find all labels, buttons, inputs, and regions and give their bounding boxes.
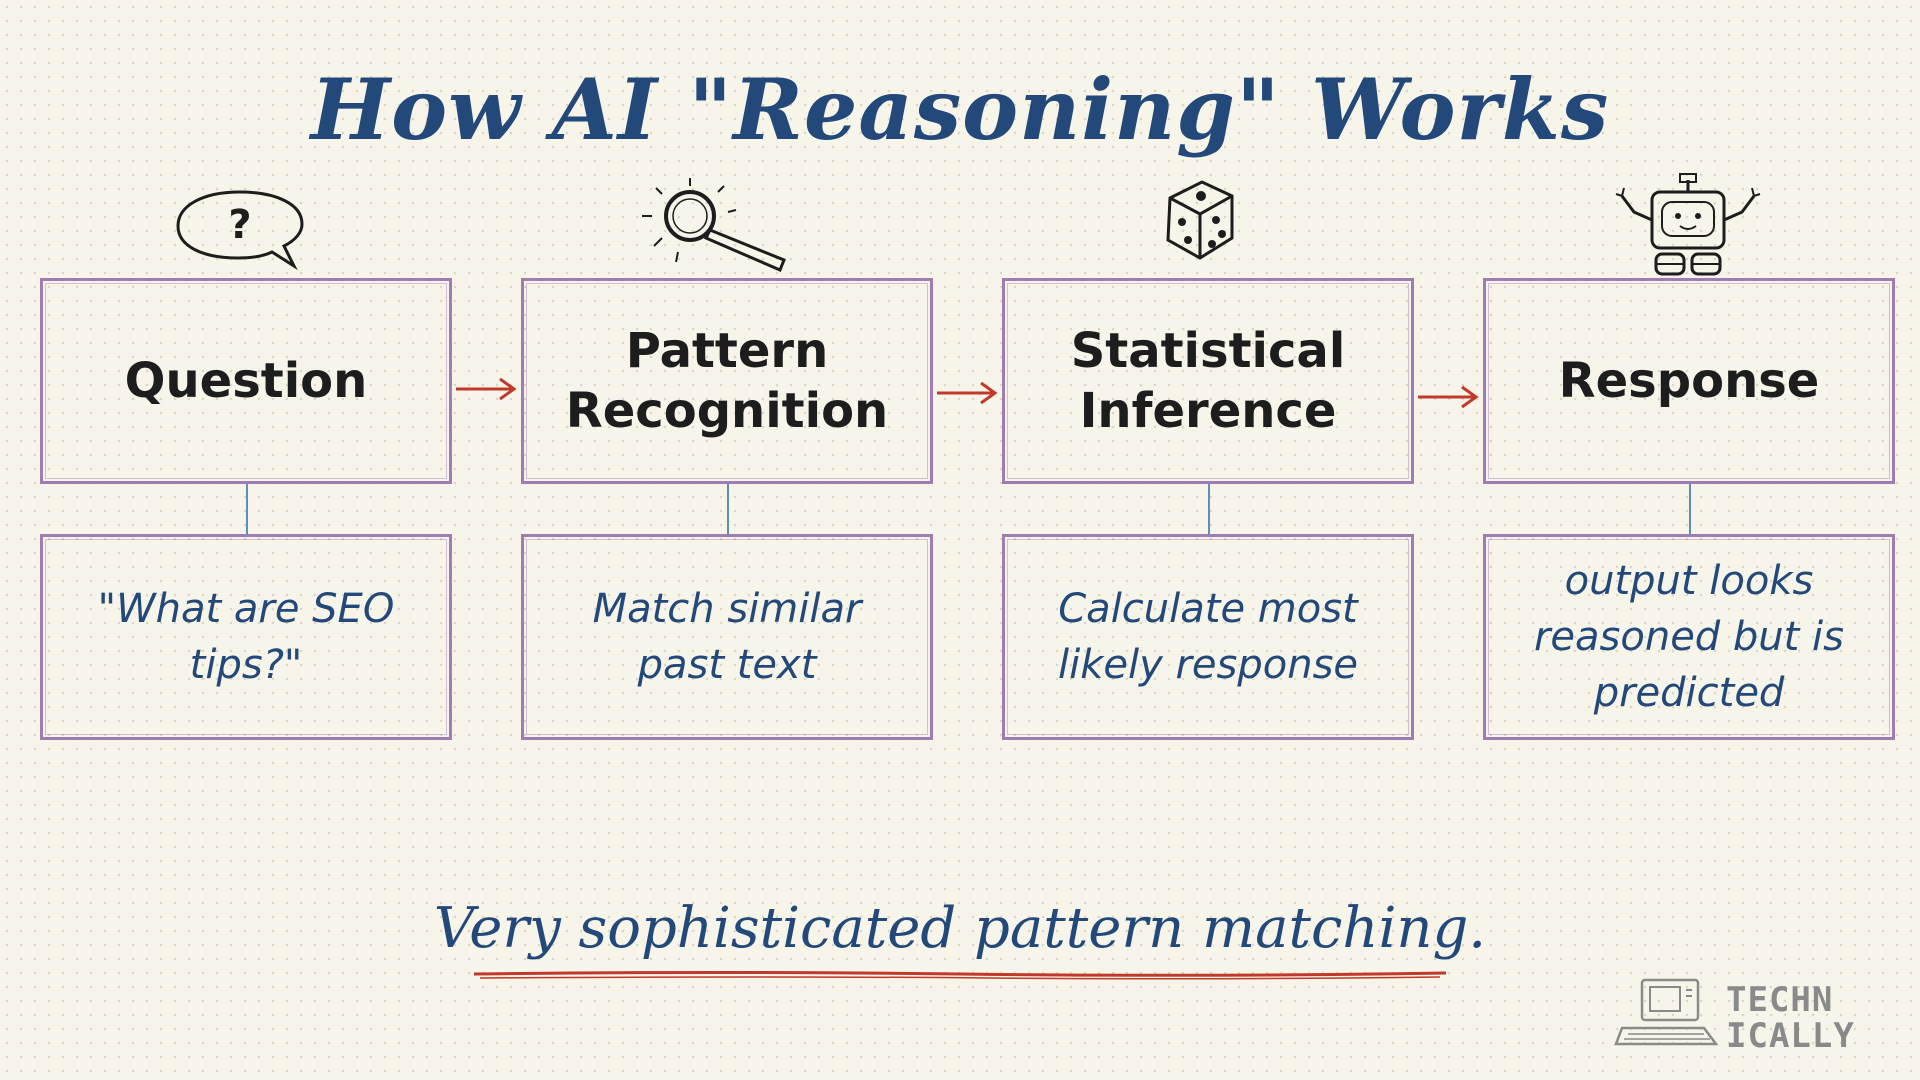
svg-text:?: ?	[228, 202, 251, 248]
step-label-response: Response	[1558, 353, 1820, 409]
step-box-response: Response	[1483, 278, 1895, 484]
desc-box-response: output looks reasoned but is predicted	[1483, 534, 1895, 740]
connector-pattern-recognition	[727, 484, 729, 534]
step-box-statistical-inference: Statistical Inference	[1002, 278, 1414, 484]
dice-icon	[1166, 180, 1234, 260]
connector-question	[246, 484, 248, 534]
desc-label-response: output looks reasoned but is predicted	[1533, 558, 1845, 716]
flow-arrow-3	[1418, 385, 1479, 409]
desc-label-pattern-recognition: Match similar past text	[592, 586, 862, 688]
connector-response	[1689, 484, 1691, 534]
logo-text: TECHN ICALLY	[1726, 982, 1855, 1054]
logo-line-1: TECHN	[1726, 980, 1834, 1020]
logo-line-2: ICALLY	[1726, 1016, 1855, 1056]
speech-bubble-question-icon: ?	[176, 190, 304, 270]
summary-text: Very sophisticated pattern matching.	[433, 896, 1487, 961]
step-label-pattern-recognition: Pattern Recognition	[565, 323, 889, 439]
magnifying-glass-icon	[642, 178, 786, 272]
desc-box-pattern-recognition: Match similar past text	[521, 534, 933, 740]
desc-box-question: "What are SEO tips?"	[40, 534, 452, 740]
step-box-pattern-recognition: Pattern Recognition	[521, 278, 933, 484]
step-label-question: Question	[124, 353, 368, 409]
desc-label-question: "What are SEO tips?"	[97, 586, 395, 688]
summary: Very sophisticated pattern matching.	[0, 896, 1920, 961]
retro-computer-icon	[1614, 978, 1719, 1046]
connector-statistical-inference	[1208, 484, 1210, 534]
page-title: How AI "Reasoning" Works	[310, 60, 1610, 159]
flow-arrow-1	[456, 377, 517, 401]
flow-arrow-2	[937, 381, 998, 405]
summary-underline	[473, 971, 1447, 980]
step-label-statistical-inference: Statistical Inference	[1070, 323, 1346, 439]
desc-label-statistical-inference: Calculate most likely response	[1057, 586, 1359, 688]
robot-icon	[1615, 173, 1761, 276]
desc-box-statistical-inference: Calculate most likely response	[1002, 534, 1414, 740]
step-box-question: Question	[40, 278, 452, 484]
